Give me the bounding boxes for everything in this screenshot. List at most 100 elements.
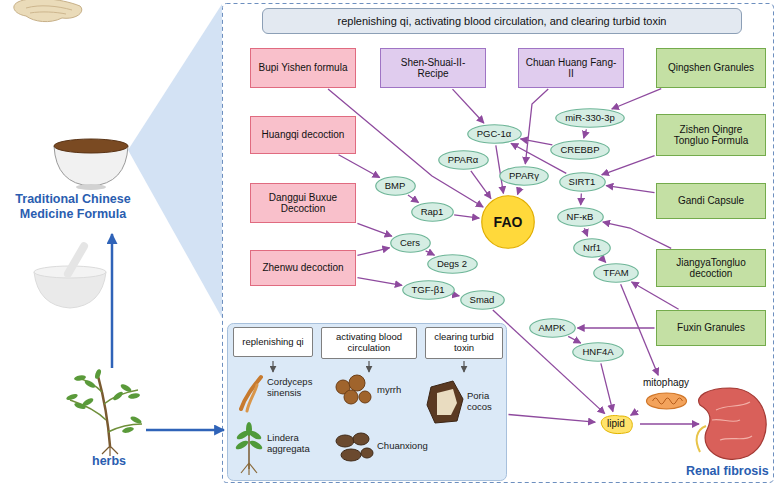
node-label: miR-330-3p — [565, 113, 615, 124]
target-ellipse: BMP — [375, 176, 416, 196]
kidney-illustration — [697, 388, 767, 459]
node-label: PGC-1α — [477, 129, 512, 140]
node-label: Degs 2 — [437, 259, 467, 270]
node-label: SIRT1 — [569, 177, 596, 188]
pathway-arrow — [426, 251, 435, 255]
pathway-arrow — [339, 155, 380, 178]
pathway-arrow — [453, 89, 484, 123]
node-label: NF-κB — [567, 212, 594, 223]
category-box: replenishing qi — [233, 327, 313, 357]
blue-arrow — [111, 234, 114, 368]
herb-name: Lindera aggregata — [267, 433, 327, 455]
target-ellipse: AMPK — [529, 318, 576, 338]
outcome-heading: Renal fibrosis — [686, 464, 769, 479]
pathway-arrow — [601, 363, 613, 411]
formula-box: Huangqi decoction — [250, 116, 356, 154]
zoom-wedge — [128, 4, 222, 318]
node-label: Danggui Buxue Decoction — [256, 192, 350, 215]
pathway-arrow — [493, 310, 605, 414]
formula-box: Shen-Shuai-II-Recipe — [380, 48, 486, 88]
node-label: JiangyaTongluo decoction — [662, 257, 760, 280]
connector-line — [640, 423, 699, 424]
target-ellipse: PGC-1α — [467, 124, 522, 144]
target-ellipse: TGF-β1 — [402, 280, 455, 300]
pointer-arrow — [272, 361, 273, 372]
fao-circle: FAO — [481, 195, 535, 249]
pathway-arrow — [518, 187, 521, 194]
pathway-arrow — [621, 284, 659, 375]
category-box: activating blood circulation — [321, 327, 417, 359]
node-label: CREBBP — [560, 145, 599, 156]
pathway-arrow — [606, 186, 654, 193]
node-label: Qingshen Granules — [668, 62, 754, 74]
pathway-arrow — [357, 223, 391, 236]
node-label: Gandi Capsule — [678, 195, 744, 207]
herb-name: Chuanxiong — [377, 441, 437, 452]
node-label: Cers — [400, 238, 420, 249]
lipid-blob: lipid — [597, 414, 635, 435]
bowl-illustration — [54, 139, 128, 190]
target-ellipse: PPARγ — [499, 166, 549, 186]
node-label: replenishing qi, activating blood circul… — [338, 15, 667, 28]
node-label: activating blood circulation — [327, 332, 411, 354]
node-label: PPARγ — [509, 171, 539, 182]
target-ellipse: Cers — [390, 233, 431, 253]
formula-heading: Traditional Chinese Medicine Formula — [4, 192, 142, 222]
node-label: Huangqi decoction — [262, 129, 345, 141]
pathway-arrow — [578, 327, 655, 328]
formula-box: Danggui Buxue Decoction — [250, 183, 356, 223]
target-ellipse: HNF4A — [572, 342, 624, 362]
pathway-arrow — [631, 411, 639, 416]
pathway-arrow — [520, 139, 552, 145]
target-ellipse: Nrf1 — [573, 238, 611, 258]
formula-box: Zhenwu decoction — [250, 250, 356, 286]
target-ellipse: Degs 2 — [427, 254, 478, 274]
cordyceps-picture — [241, 377, 261, 411]
node-label: Fuxin Granules — [677, 322, 745, 334]
pathway-arrow — [612, 89, 661, 109]
node-label: Rap1 — [421, 207, 444, 218]
target-ellipse: PPARα — [438, 150, 489, 170]
pathway-arrow — [508, 415, 595, 423]
target-ellipse: Smad — [460, 290, 505, 310]
mitophagy-node: mitophagy — [640, 377, 693, 411]
pathway-arrow — [580, 193, 582, 205]
pathway-arrow — [357, 278, 402, 286]
pathway-arrow — [454, 215, 479, 218]
pathway-arrow — [453, 295, 459, 296]
pathway-arrow — [584, 129, 587, 138]
pathway-arrow — [568, 336, 581, 343]
node-label: Chuan Huang Fang-II — [524, 57, 618, 80]
node-label: replenishing qi — [242, 337, 303, 348]
mushroom-illustration — [14, 0, 82, 22]
node-label: BMP — [385, 181, 406, 192]
target-ellipse: miR-330-3p — [555, 108, 625, 128]
formula-box: Qingshen Granules — [656, 48, 766, 88]
herb-name: myrrh — [377, 385, 427, 396]
formula-box: JiangyaTongluo decoction — [656, 249, 766, 287]
formula-box: Zishen Qingre Tongluo Formula — [656, 114, 766, 156]
pathway-arrow — [584, 228, 587, 236]
category-box: clearing turbid toxin — [425, 327, 503, 359]
herbs-heading: herbs — [92, 454, 126, 469]
panel-ground — [228, 324, 507, 481]
target-ellipse: NF-κB — [557, 207, 604, 227]
node-label: Shen-Shuai-II-Recipe — [386, 57, 480, 80]
pointer-arrow — [368, 361, 369, 372]
node-label: PPARα — [448, 155, 479, 166]
node-label: clearing turbid toxin — [431, 332, 497, 354]
herb-panel: replenishing qi activating blood circulat… — [227, 323, 507, 481]
lindera-picture — [234, 422, 263, 475]
node-label: lipid — [607, 418, 625, 430]
node-label: Zishen Qingre Tongluo Formula — [662, 124, 760, 147]
node-label: Nrf1 — [583, 243, 601, 254]
target-ellipse: SIRT1 — [559, 172, 606, 192]
node-label: HNF4A — [582, 347, 613, 358]
pathway-arrow — [603, 222, 671, 248]
pathway-arrow — [408, 195, 419, 202]
pathway-arrow — [357, 248, 389, 256]
pathway-arrow — [471, 171, 491, 199]
pathway-arrow — [602, 156, 655, 175]
node-label: AMPK — [539, 323, 566, 334]
